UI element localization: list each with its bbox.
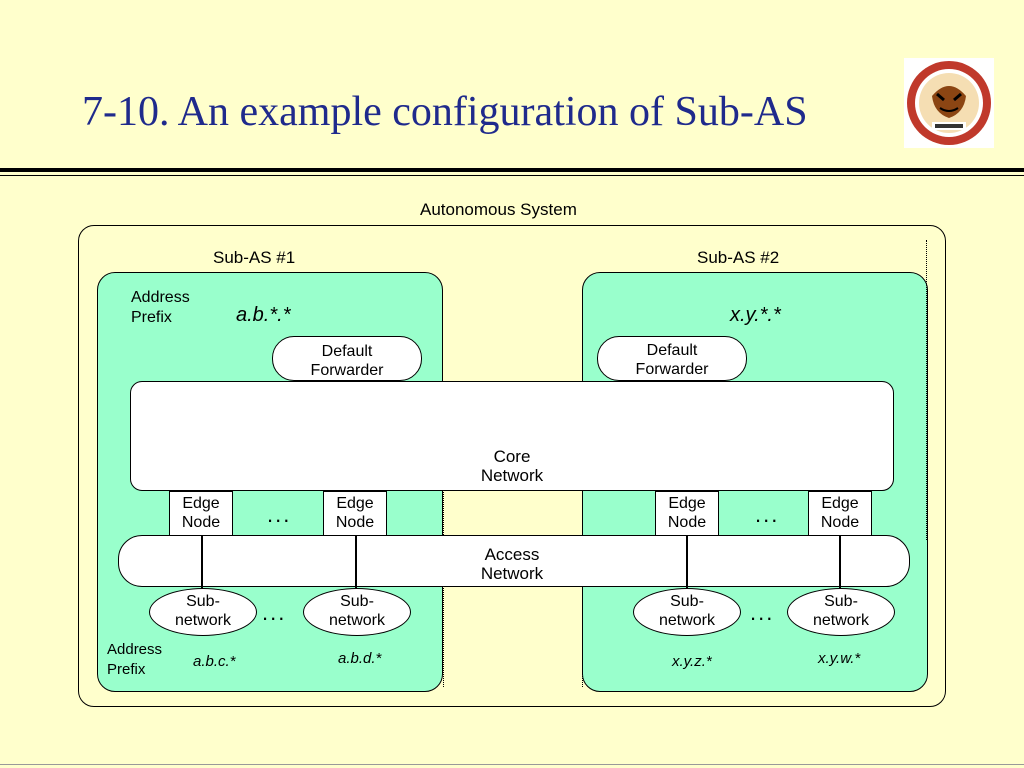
title-divider-thick — [0, 168, 1024, 172]
connector-line — [686, 536, 688, 588]
subas2-prefix: x.y.*.* — [730, 304, 781, 326]
ellipsis-subnet-2: ... — [750, 600, 775, 625]
subnet-prefix-1: a.b.c.* — [193, 653, 236, 670]
edge-node-3: Edge Node — [655, 491, 719, 536]
access-network-label: Access Network — [480, 545, 544, 583]
subnetwork-3: Sub- network — [633, 588, 741, 636]
core-network-label: Core Network — [480, 447, 544, 485]
access-network-box — [118, 535, 910, 587]
subas1-prefix: a.b.*.* — [236, 304, 291, 326]
connector-line — [201, 536, 203, 588]
bottom-rule — [0, 764, 1024, 765]
divider-dotted-right — [582, 382, 583, 687]
ellipsis-subnet-1: ... — [262, 600, 287, 625]
connector-line — [839, 536, 841, 588]
core-network-box — [130, 381, 894, 491]
edge-node-1: Edge Node — [169, 491, 233, 536]
subnetwork-1: Sub- network — [149, 588, 257, 636]
subnetwork-4: Sub- network — [787, 588, 895, 636]
divider-dotted-left — [443, 382, 444, 687]
subnetwork-2: Sub- network — [303, 588, 411, 636]
as-label: Autonomous System — [420, 200, 577, 219]
address-prefix-label-top: Address Prefix — [131, 289, 190, 326]
default-forwarder-1: Default Forwarder — [272, 336, 422, 381]
subnet-prefix-3: x.y.z.* — [672, 653, 712, 670]
subnet-prefix-4: x.y.w.* — [818, 650, 861, 667]
edge-node-2: Edge Node — [323, 491, 387, 536]
ellipsis-edge-2: ... — [755, 502, 780, 527]
divider-dotted-edge — [926, 240, 927, 540]
subas2-label: Sub-AS #2 — [697, 248, 780, 267]
ellipsis-edge-1: ... — [267, 502, 292, 527]
default-forwarder-2: Default Forwarder — [597, 336, 747, 381]
title-divider-thin — [0, 175, 1024, 176]
connector-line — [355, 536, 357, 588]
edge-node-4: Edge Node — [808, 491, 872, 536]
university-logo-icon — [904, 58, 994, 148]
subnet-prefix-2: a.b.d.* — [338, 650, 382, 667]
slide-title: 7-10. An example configuration of Sub-AS — [82, 89, 808, 135]
address-prefix-label-bottom: Address Prefix — [107, 641, 163, 678]
subas1-label: Sub-AS #1 — [213, 248, 296, 267]
